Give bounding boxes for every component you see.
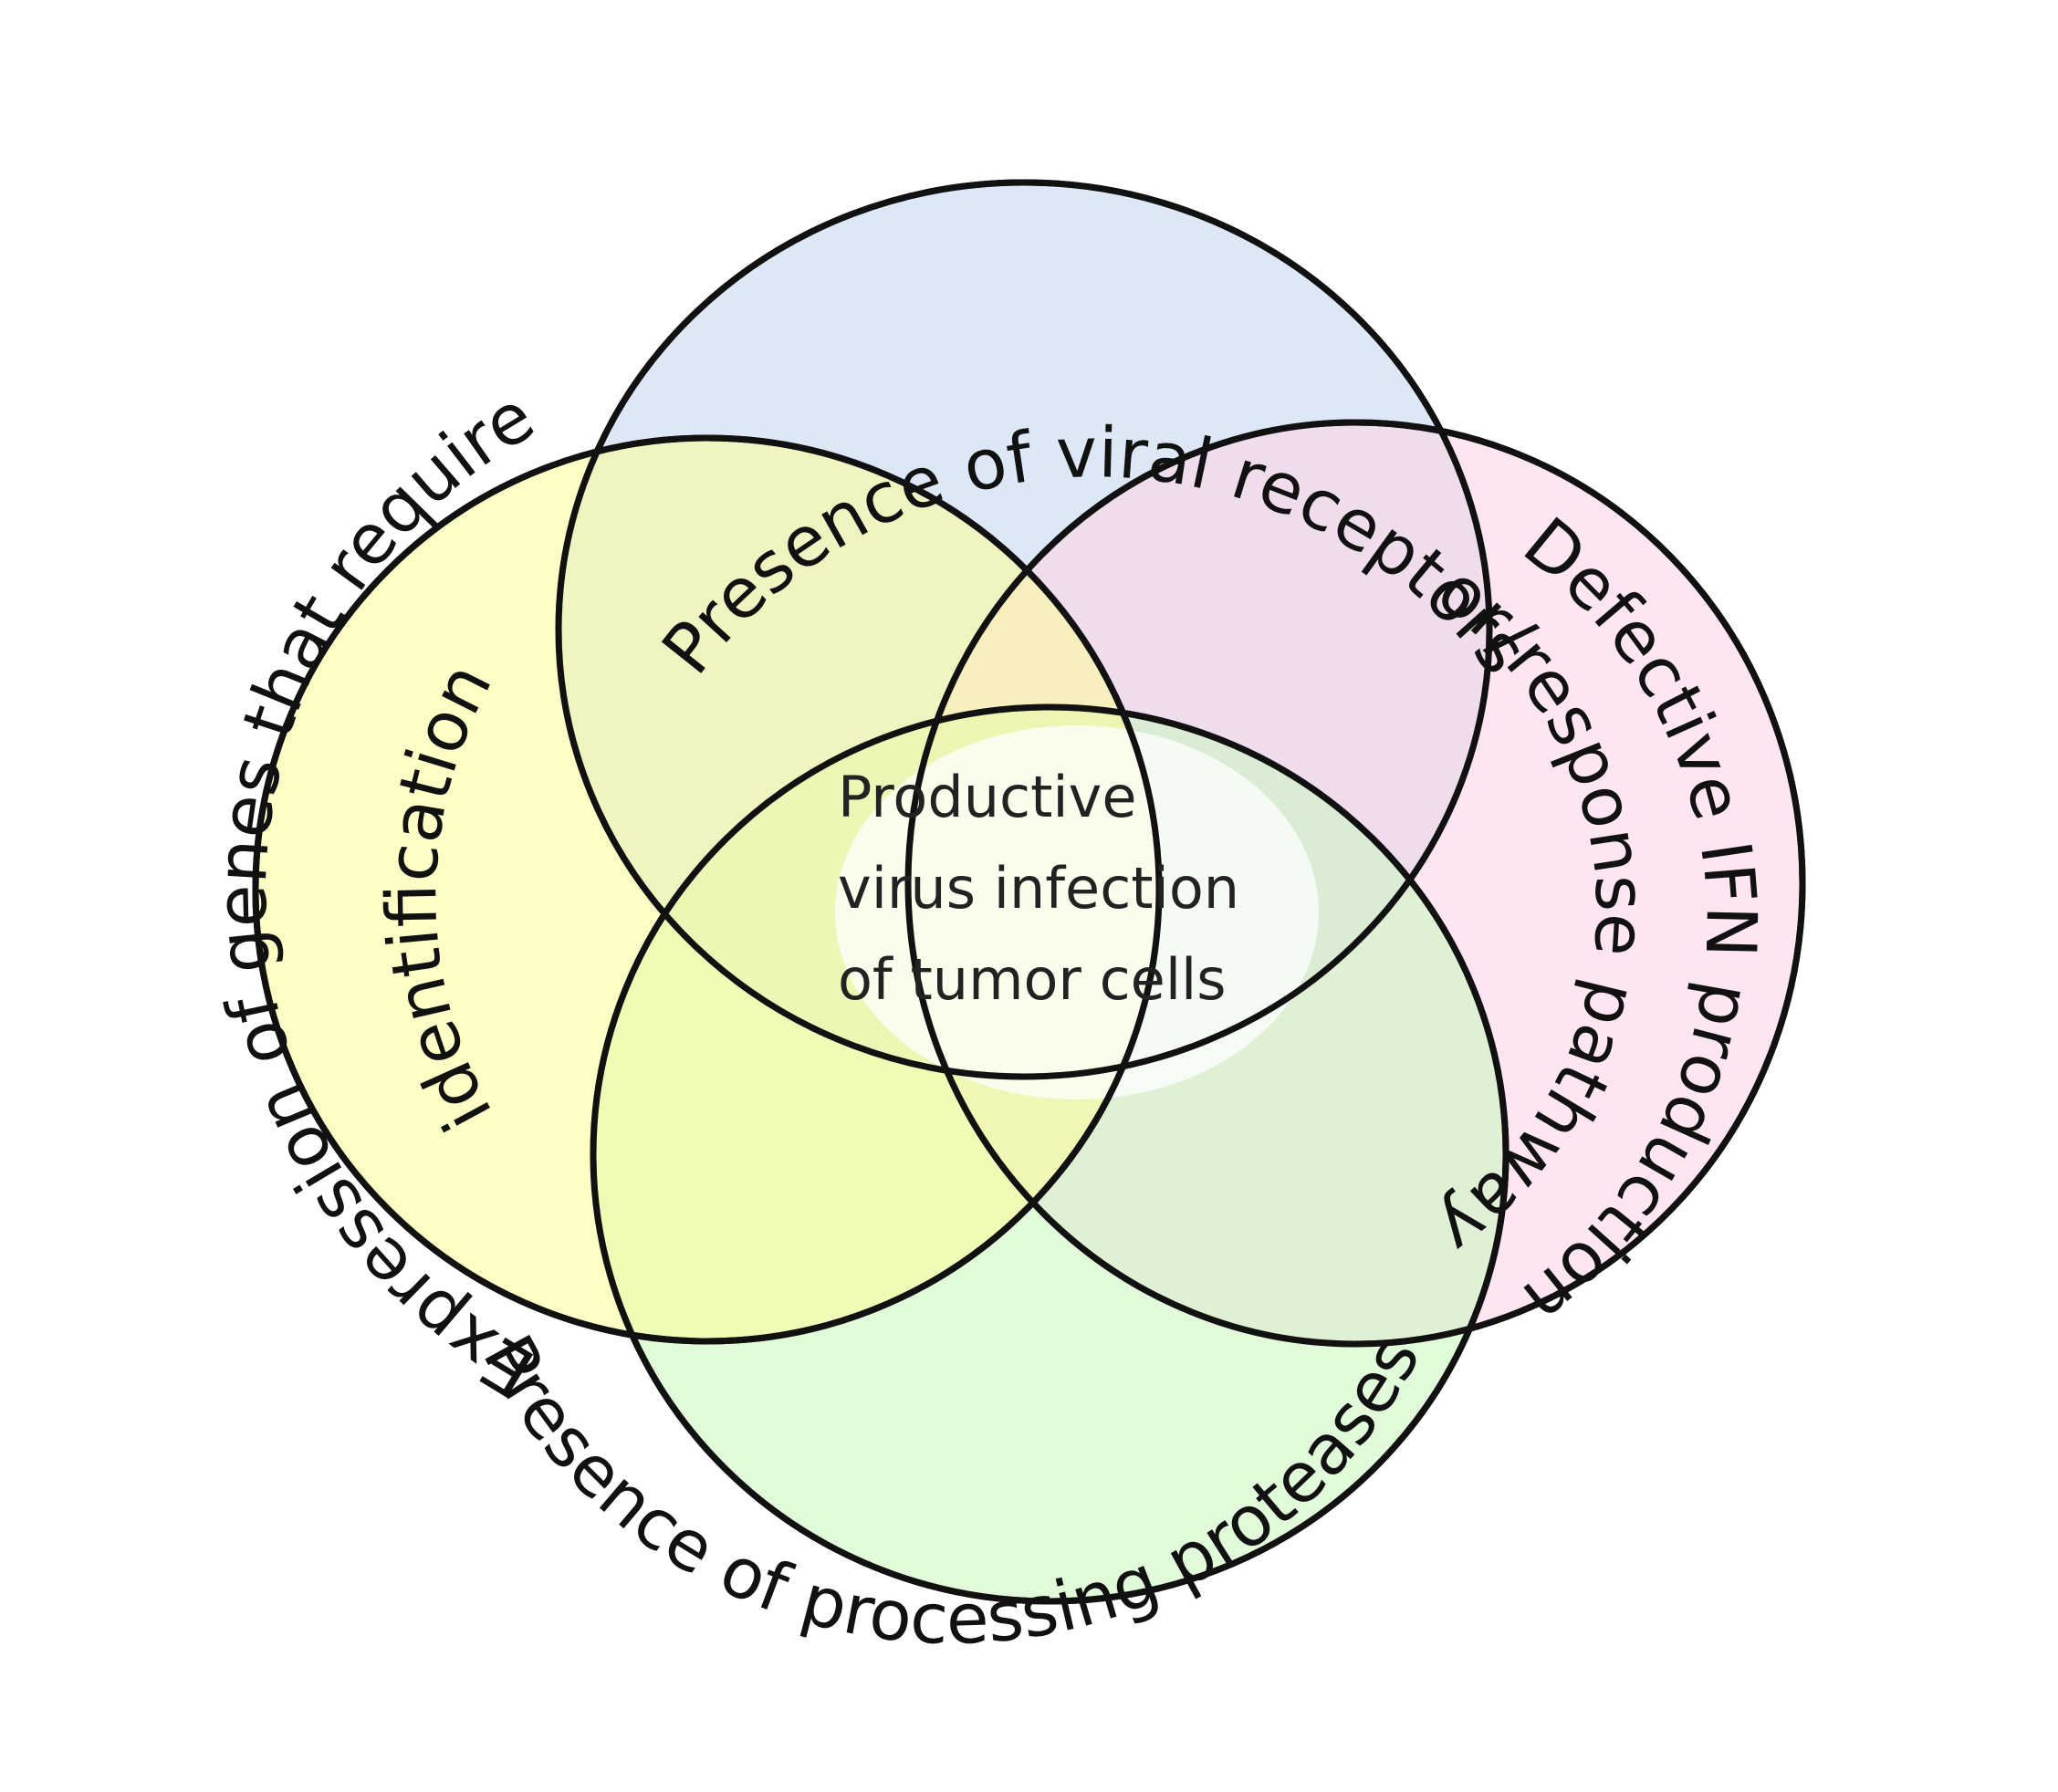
center-line-2: virus infection	[838, 855, 1239, 922]
center-intersection	[835, 725, 1319, 1099]
circle-outlines	[252, 179, 1806, 1605]
center-line-1: Productive	[838, 764, 1136, 830]
center-line-3: of tumor cells	[838, 946, 1227, 1013]
center-label: Productive virus infection of tumor cell…	[838, 764, 1258, 1013]
